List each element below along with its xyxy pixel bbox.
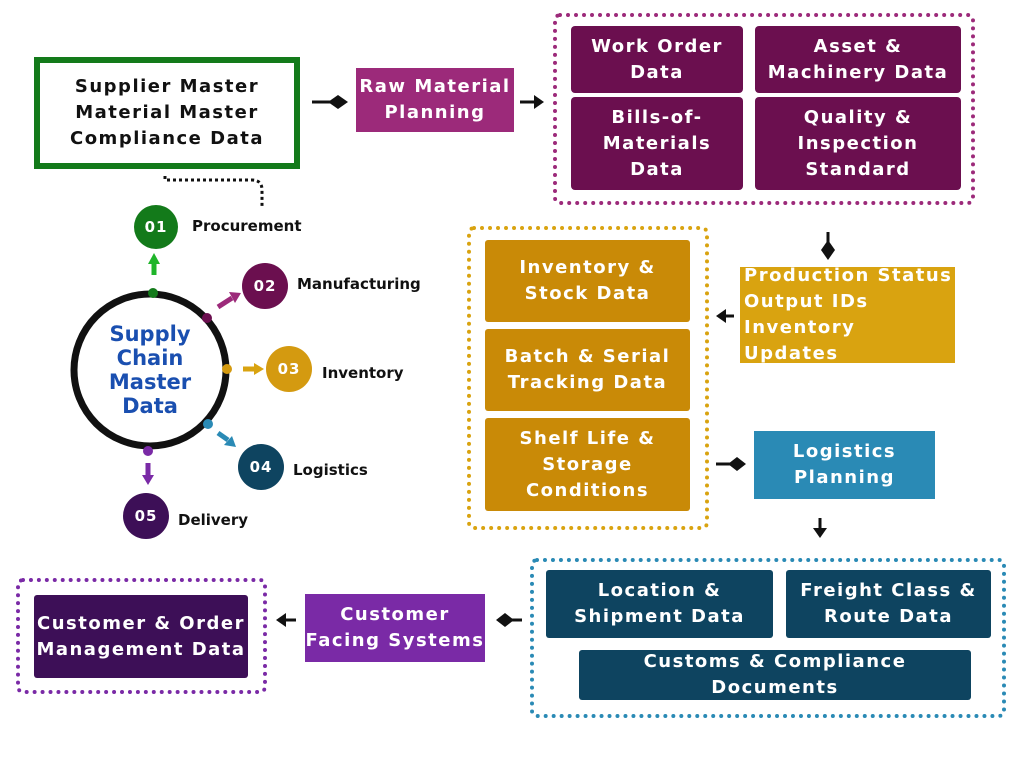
inventory-data-group: [467, 226, 709, 530]
stage-circle-05: 05: [123, 493, 169, 539]
ring-dot-delivery: [143, 446, 153, 456]
dotted-connector-procurement: [163, 176, 264, 208]
ring-dot-procurement: [148, 288, 158, 298]
stage-circle-04: 04: [238, 444, 284, 490]
stage-label-logistics: Logistics: [293, 461, 368, 479]
batch-serial-tracking-box: Batch & Serial Tracking Data: [485, 329, 690, 411]
stage-label-manufacturing: Manufacturing: [297, 275, 421, 293]
arrow-logistics-to-customer-facing: [496, 613, 522, 627]
stage-arrow-manufacturing: [216, 292, 241, 310]
arrow-logistics-planning-to-logistics-group: [813, 518, 827, 538]
stage-circle-02: 02: [242, 263, 288, 309]
stage-arrow-delivery: [142, 463, 154, 485]
freight-class-route-data-box: Freight Class & Route Data: [786, 570, 991, 638]
asset-machinery-data-box: Asset & Machinery Data: [755, 26, 961, 93]
supplier-master-box: Supplier Master Material Master Complian…: [34, 57, 300, 169]
arrow-production-to-inventory: [716, 309, 734, 323]
logistics-planning-box: Logistics Planning: [754, 431, 935, 499]
arrow-supplier-to-raw-material: [312, 95, 348, 109]
manufacturing-data-group: [553, 13, 975, 205]
location-shipment-data-box: Location & Shipment Data: [546, 570, 773, 638]
customer-data-group: [16, 578, 267, 694]
logistics-data-group: [530, 558, 1006, 718]
stage-arrow-logistics: [216, 430, 236, 447]
work-order-data-box: Work Order Data: [571, 26, 743, 93]
customer-order-management-box: Customer & Order Management Data: [34, 595, 248, 678]
hub-title: Supply Chain Master Data: [108, 322, 192, 418]
production-status-box: Production Status Output IDs Inventory U…: [740, 265, 955, 364]
stage-label-delivery: Delivery: [178, 511, 249, 529]
inventory-stock-data-box: Inventory & Stock Data: [485, 240, 690, 322]
stage-label-inventory: Inventory: [322, 364, 404, 382]
raw-material-planning-box: Raw Material Planning: [356, 68, 514, 132]
arrow-manufacturing-to-production-status: [821, 232, 835, 260]
stage-label-procurement: Procurement: [192, 217, 302, 235]
arrow-inventory-to-logistics-planning: [716, 457, 746, 471]
stage-circle-03: 03: [266, 346, 312, 392]
arrow-customer-facing-to-customer-order: [276, 613, 296, 627]
stage-arrow-procurement: [148, 253, 160, 275]
stage-arrow-inventory: [243, 363, 264, 375]
ring-dot-logistics: [203, 419, 213, 429]
arrow-raw-material-to-manufacturing: [520, 95, 544, 109]
quality-inspection-standard-box: Quality & Inspection Standard: [755, 97, 961, 190]
shelf-life-storage-box: Shelf Life & Storage Conditions: [485, 418, 690, 511]
stage-circle-01: 01: [134, 205, 178, 249]
customer-facing-systems-box: Customer Facing Systems: [305, 594, 485, 662]
bills-of-materials-data-box: Bills-of- Materials Data: [571, 97, 743, 190]
customs-compliance-documents-box: Customs & Compliance Documents: [579, 650, 971, 700]
ring-dot-inventory: [222, 364, 232, 374]
